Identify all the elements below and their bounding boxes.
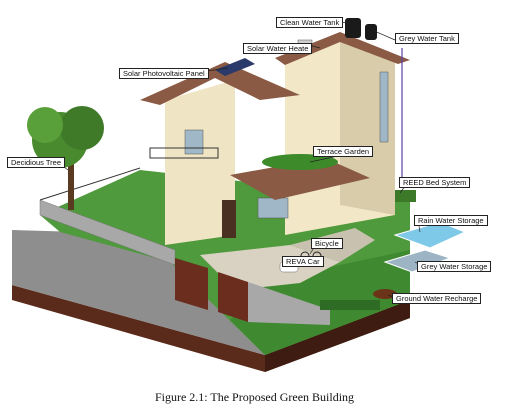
- tree-canopy-3: [27, 107, 63, 143]
- label-ground-water-recharge: Ground Water Recharge: [392, 293, 481, 304]
- label-terrace-garden: Terrace Garden: [313, 146, 373, 157]
- window-balcony: [185, 130, 203, 154]
- label-grey-water-storage: Grey Water Storage: [417, 261, 491, 272]
- label-clean-water-tank: Clean Water Tank: [276, 17, 343, 28]
- label-reed-bed-system: REED Bed System: [399, 177, 470, 188]
- door: [222, 200, 236, 238]
- label-deciduous-tree: Decidious Tree: [7, 157, 65, 168]
- tree-canopy-2: [60, 106, 104, 150]
- label-solar-water-heater: Solar Water Heate: [243, 43, 312, 54]
- window-tower: [380, 72, 388, 142]
- figure-caption: Figure 2.1: The Proposed Green Building: [0, 390, 509, 405]
- window-lower: [258, 198, 288, 218]
- label-bicycle: Bicycle: [311, 238, 343, 249]
- label-solar-pv-panel: Solar Photovoltaic Panel: [119, 68, 209, 79]
- clean-water-tank: [345, 18, 361, 38]
- label-reva-car: REVA Car: [282, 256, 324, 267]
- tree-trunk: [68, 160, 74, 210]
- label-rain-water-storage: Rain Water Storage: [414, 215, 488, 226]
- grey-water-tank: [365, 24, 377, 40]
- hedge: [320, 300, 380, 310]
- label-grey-water-tank: Grey Water Tank: [395, 33, 459, 44]
